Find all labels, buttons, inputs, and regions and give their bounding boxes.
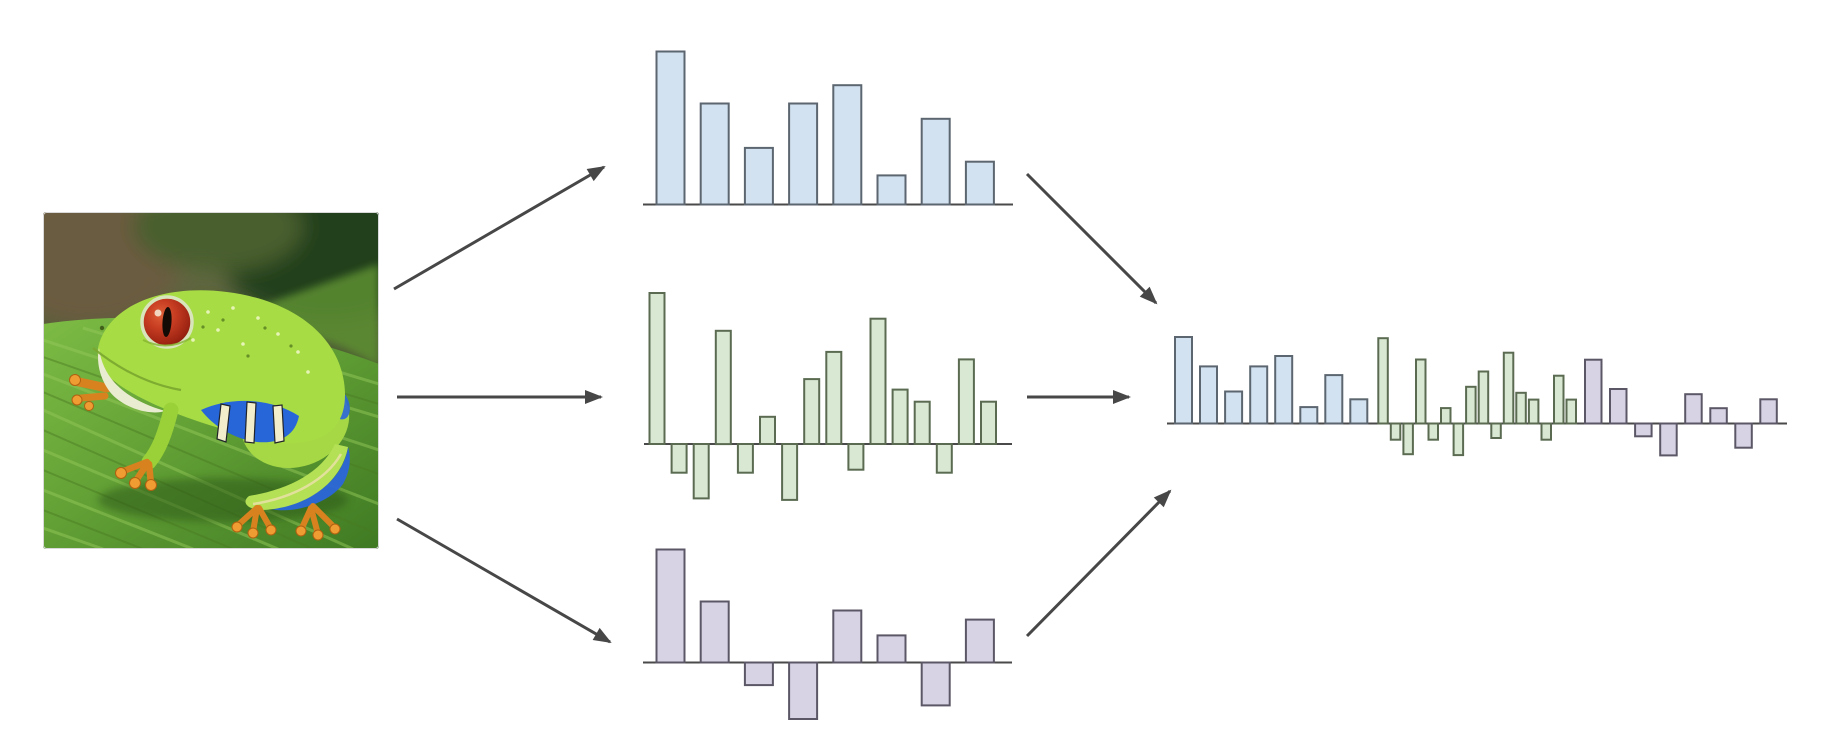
histogram-bar-purple-7 bbox=[920, 661, 951, 707]
histogram-bar-green-segment-10 bbox=[1490, 422, 1502, 439]
histogram-bar-blue-2 bbox=[699, 102, 730, 206]
histogram-bar-blue-segment-4 bbox=[1249, 365, 1269, 425]
histogram-bar-green-11 bbox=[869, 317, 887, 446]
histogram-bar-blue-5 bbox=[832, 84, 863, 206]
histogram-bar-green-14 bbox=[935, 443, 953, 474]
frog-pupil bbox=[162, 307, 172, 337]
histogram-bar-green-segment-6 bbox=[1440, 407, 1452, 425]
histogram-bar-purple-segment-4 bbox=[1659, 422, 1678, 457]
histogram-bar-blue-4 bbox=[788, 102, 819, 206]
blue-histogram bbox=[643, 50, 1013, 206]
histogram-bar-blue-segment-7 bbox=[1324, 374, 1344, 425]
histogram-bar-green-12 bbox=[891, 388, 909, 446]
purple-histogram bbox=[643, 548, 1012, 720]
histogram-bar-green-segment-1 bbox=[1377, 337, 1389, 425]
histogram-bar-green-3 bbox=[692, 443, 710, 500]
histogram-bar-purple-1 bbox=[655, 548, 686, 664]
frog-nostril bbox=[99, 325, 105, 331]
histogram-bar-green-segment-7 bbox=[1452, 422, 1465, 457]
histogram-bar-green-segment-13 bbox=[1527, 398, 1540, 425]
histogram-bar-green-segment-2 bbox=[1389, 422, 1402, 441]
eye-highlight bbox=[154, 309, 162, 317]
histogram-bar-purple-2 bbox=[699, 600, 730, 664]
histogram-bar-green-1 bbox=[648, 292, 666, 445]
histogram-bar-blue-1 bbox=[655, 50, 686, 206]
histogram-bar-purple-8 bbox=[964, 618, 995, 664]
histogram-bar-green-16 bbox=[980, 400, 997, 446]
blurred-foliage bbox=[43, 212, 379, 327]
frog-speckles bbox=[191, 306, 310, 374]
histogram-bar-purple-segment-6 bbox=[1709, 407, 1728, 425]
histogram-bar-blue-8 bbox=[964, 160, 995, 206]
histogram-bar-blue-segment-8 bbox=[1349, 398, 1369, 425]
histogram-bar-green-segment-14 bbox=[1540, 422, 1552, 441]
frog-front-leg bbox=[115, 402, 179, 491]
arrow-image-to-histogram-1 bbox=[393, 165, 606, 291]
histogram-bar-purple-3 bbox=[743, 661, 774, 687]
frog-photo: red-eyed tree frog sitting on a green le… bbox=[43, 212, 379, 549]
histogram-bar-blue-segment-3 bbox=[1224, 390, 1244, 425]
histogram-bar-purple-6 bbox=[876, 634, 907, 664]
arrow-histogram-1-to-combined bbox=[1025, 172, 1158, 305]
histogram-bar-blue-segment-5 bbox=[1274, 355, 1294, 425]
histogram-bar-green-segment-3 bbox=[1402, 422, 1414, 456]
histogram-bar-green-4 bbox=[714, 329, 732, 446]
frog-mouth bbox=[92, 347, 182, 392]
histogram-bar-purple-5 bbox=[832, 609, 863, 664]
histogram-bar-blue-segment-2 bbox=[1199, 365, 1218, 425]
histogram-bar-green-15 bbox=[957, 358, 975, 445]
histogram-bar-green-segment-12 bbox=[1515, 391, 1527, 425]
histogram-bar-purple-segment-7 bbox=[1734, 422, 1753, 449]
histogram-bar-green-7 bbox=[781, 443, 799, 501]
frog-belly bbox=[98, 348, 165, 413]
histogram-bar-green-8 bbox=[803, 378, 821, 446]
combined-histogram bbox=[1167, 336, 1787, 457]
histogram-bar-green-segment-16 bbox=[1565, 398, 1577, 425]
histogram-bar-purple-segment-3 bbox=[1634, 422, 1653, 438]
histogram-bar-purple-segment-1 bbox=[1584, 358, 1603, 425]
histogram-bar-blue-segment-1 bbox=[1174, 336, 1193, 425]
frog-flank-pattern bbox=[201, 400, 299, 444]
histogram-bar-green-segment-9 bbox=[1477, 370, 1490, 425]
arrow-histogram-3-to-combined bbox=[1025, 489, 1172, 638]
histogram-bar-purple-segment-2 bbox=[1609, 388, 1628, 425]
frog-far-hand bbox=[69, 374, 112, 411]
histogram-bar-green-5 bbox=[736, 443, 754, 474]
frog-hind-feet bbox=[231, 503, 341, 541]
histogram-bar-green-segment-8 bbox=[1465, 385, 1477, 425]
histogram-bar-green-2 bbox=[670, 443, 688, 474]
histogram-bar-green-segment-4 bbox=[1415, 358, 1427, 425]
eye-crease bbox=[142, 337, 192, 347]
histogram-bar-green-10 bbox=[847, 443, 865, 471]
photo-border bbox=[43, 212, 379, 549]
histogram-bar-green-9 bbox=[825, 350, 843, 445]
frog bbox=[69, 290, 350, 541]
histogram-bar-purple-4 bbox=[788, 661, 819, 720]
histogram-bar-blue-segment-6 bbox=[1299, 406, 1319, 425]
histogram-bar-green-6 bbox=[759, 415, 776, 445]
histogram-bar-blue-3 bbox=[743, 146, 774, 206]
histogram-bar-blue-7 bbox=[920, 117, 951, 206]
histogram-bar-green-13 bbox=[913, 400, 931, 446]
histogram-bar-purple-segment-5 bbox=[1684, 393, 1703, 425]
histogram-bar-green-segment-11 bbox=[1502, 351, 1515, 425]
histogram-bar-blue-6 bbox=[876, 174, 907, 206]
histogram-bar-purple-segment-8 bbox=[1759, 398, 1778, 425]
histogram-bar-green-segment-5 bbox=[1427, 422, 1439, 441]
arrow-image-to-histogram-3 bbox=[396, 517, 612, 644]
green-histogram bbox=[644, 292, 1012, 501]
histogram-bar-green-segment-15 bbox=[1553, 374, 1565, 425]
